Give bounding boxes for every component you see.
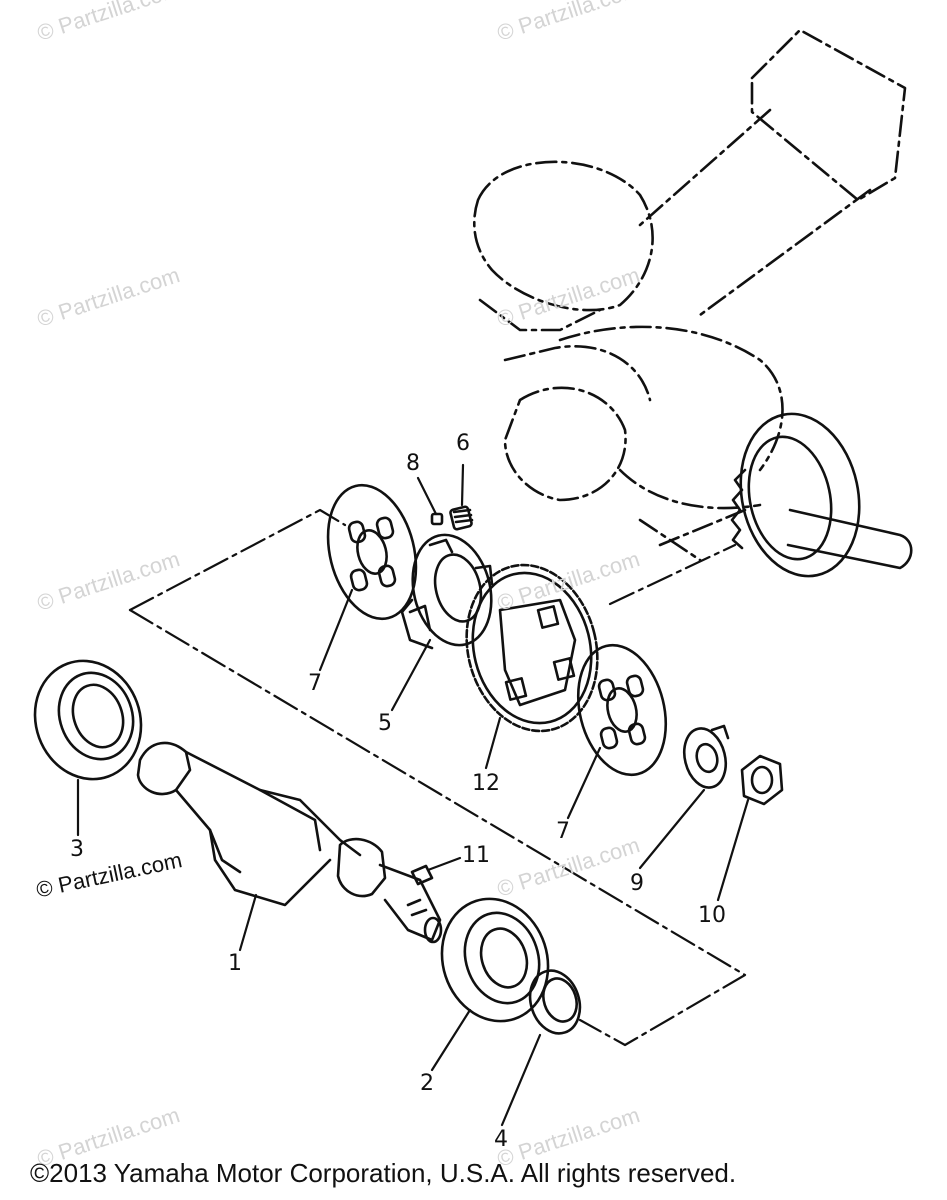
nut-10 [740, 754, 784, 806]
callout-5: 5 [378, 711, 392, 736]
callout-12: 12 [472, 771, 500, 796]
callout-7-upper: 7 [308, 671, 322, 696]
callout-4: 4 [494, 1127, 508, 1152]
spring-6 [449, 505, 474, 531]
plate-7-upper [326, 483, 418, 621]
key-11 [410, 864, 434, 886]
callout-2: 2 [420, 1071, 434, 1096]
callout-11: 11 [462, 843, 490, 868]
oil-seal-4 [528, 969, 582, 1035]
callout-1: 1 [228, 951, 242, 976]
lock-washer-9 [682, 724, 730, 789]
copyright-notice: ©2013 Yamaha Motor Corporation, U.S.A. A… [30, 1158, 737, 1188]
callout-9: 9 [630, 871, 644, 896]
crankshaft-gear [730, 412, 913, 578]
pin-8 [430, 512, 444, 526]
bearing-2 [440, 897, 550, 1023]
plate-7-lower [576, 643, 668, 777]
callout-6: 6 [456, 431, 470, 456]
callout-10: 10 [698, 903, 726, 928]
callout-3: 3 [70, 837, 84, 862]
callout-7-lower: 7 [556, 819, 570, 844]
bearing-3 [33, 659, 143, 781]
callout-8: 8 [406, 451, 420, 476]
balancer-shaft-1 [136, 741, 443, 944]
crankshaft-phantom-outline [472, 28, 907, 562]
leader-lines [76, 463, 750, 1127]
balancer-gear-12 [465, 563, 599, 733]
assembly-boundary [128, 508, 747, 1047]
